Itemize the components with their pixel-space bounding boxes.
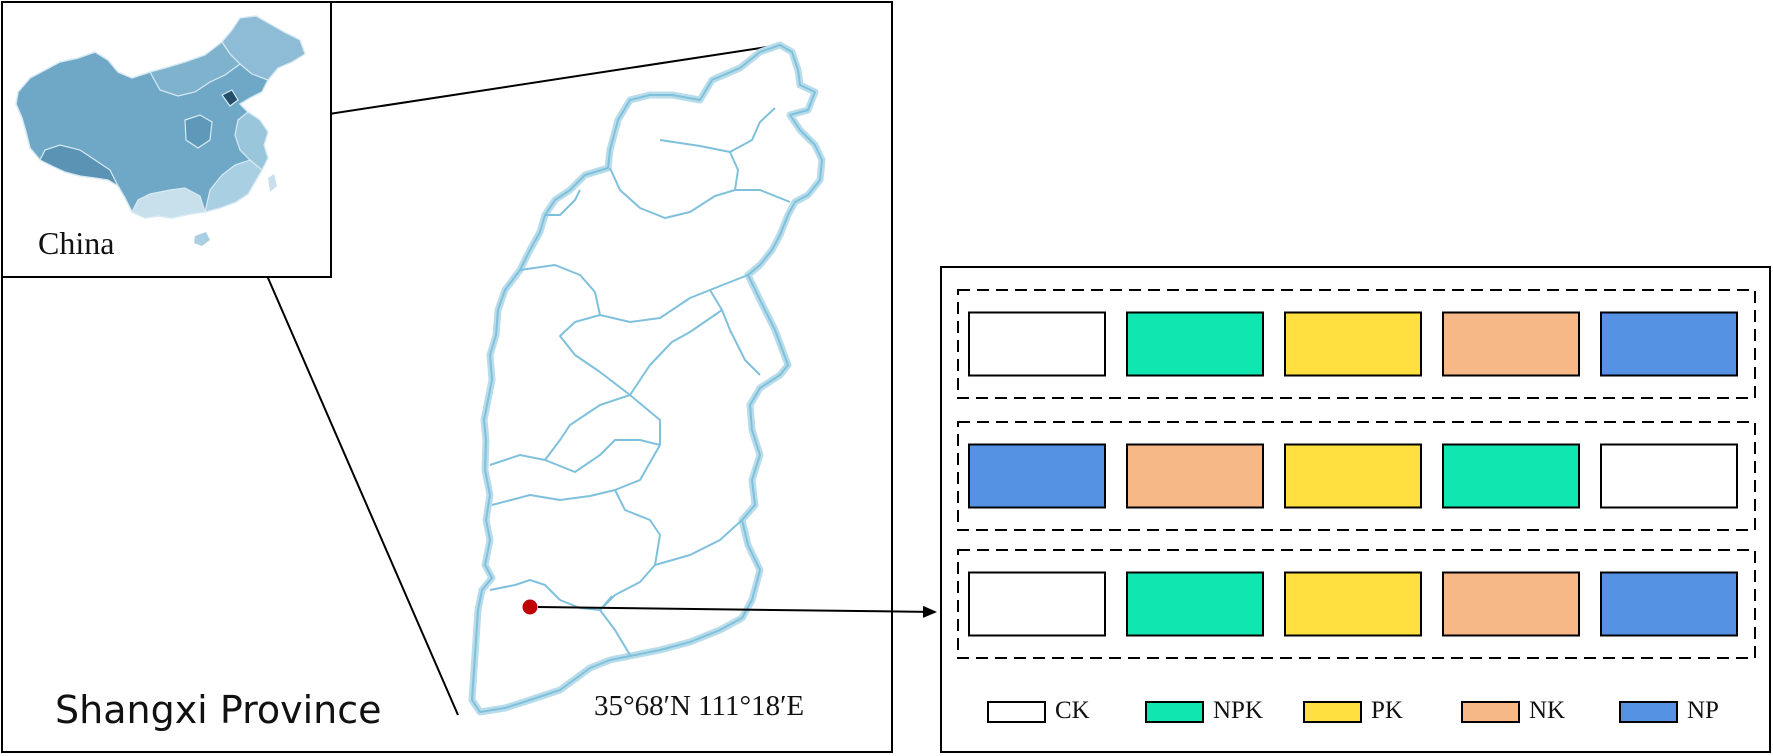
plot-npk — [1442, 443, 1580, 509]
plot-npk — [1126, 571, 1264, 637]
plot-ck — [968, 571, 1106, 637]
plot-nk — [1442, 311, 1580, 377]
legend-label-pk: PK — [1371, 697, 1403, 724]
legend-swatch-ck — [987, 701, 1046, 723]
legend-swatch-nk — [1461, 701, 1520, 723]
china-province-tints — [39, 15, 306, 219]
site-arrow — [537, 605, 937, 618]
legend-label-np: NP — [1687, 697, 1719, 724]
plot-layout-rows — [957, 289, 1756, 659]
block-1 — [957, 289, 1756, 399]
plot-ck — [968, 311, 1106, 377]
legend-label-nk: NK — [1529, 697, 1566, 724]
plot-np — [968, 443, 1106, 509]
site-marker — [522, 599, 538, 615]
legend-swatch-np — [1619, 701, 1678, 723]
province-outline-inner — [471, 44, 823, 713]
shanxi-province-map — [468, 41, 826, 716]
china-inset-label: China — [38, 225, 115, 261]
plot-pk — [1284, 311, 1422, 377]
plot-npk — [1126, 311, 1264, 377]
plot-nk — [1442, 571, 1580, 637]
block-3 — [957, 549, 1756, 659]
treatment-legend — [987, 701, 1678, 723]
plot-pk — [1284, 571, 1422, 637]
legend-swatch-npk — [1145, 701, 1204, 723]
site-coordinates-label: 35°68′N 111°18′E — [594, 690, 805, 722]
block-2 — [957, 421, 1756, 531]
plot-pk — [1284, 443, 1422, 509]
taiwan-island — [268, 174, 277, 192]
province-name-label: Shangxi Province — [55, 688, 382, 732]
plot-np — [1600, 571, 1738, 637]
legend-label-npk: NPK — [1213, 697, 1264, 724]
legend-label-ck: CK — [1055, 697, 1090, 724]
hainan-island — [194, 232, 210, 246]
plot-ck — [1600, 443, 1738, 509]
legend-swatch-pk — [1303, 701, 1362, 723]
china-map — [15, 15, 306, 246]
plot-np — [1600, 311, 1738, 377]
plot-nk — [1126, 443, 1264, 509]
prefecture-boundaries — [489, 107, 791, 656]
